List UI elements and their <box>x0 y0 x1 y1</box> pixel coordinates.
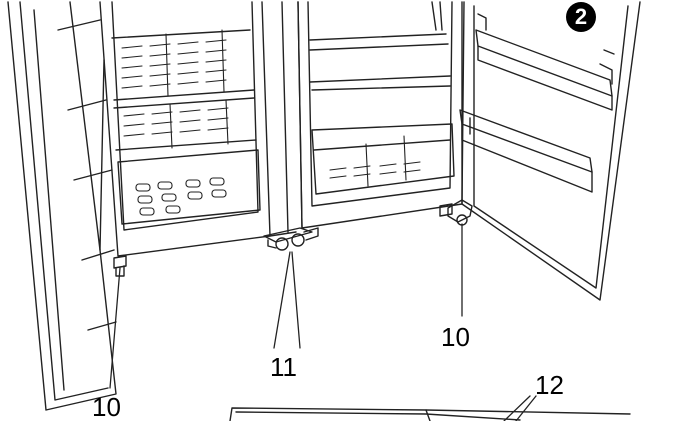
center-hinge-assembly <box>263 227 319 251</box>
center-mullion <box>269 1 303 237</box>
callout-center-hinge: 11 <box>270 352 297 382</box>
fridge-compartment <box>297 1 465 229</box>
leader-lines <box>109 223 537 421</box>
door-bin-lower <box>459 109 593 193</box>
callout-left-foot: 10 <box>92 392 121 422</box>
base-cover <box>229 407 631 421</box>
door-bin-upper <box>475 29 613 111</box>
callout-base-cover: 12 <box>535 370 564 400</box>
left-door <box>7 1 117 411</box>
callout-right-foot: 10 <box>441 322 470 352</box>
step-number-badge: 2 <box>566 2 596 32</box>
freezer-compartment <box>99 1 271 277</box>
right-door <box>447 1 641 301</box>
